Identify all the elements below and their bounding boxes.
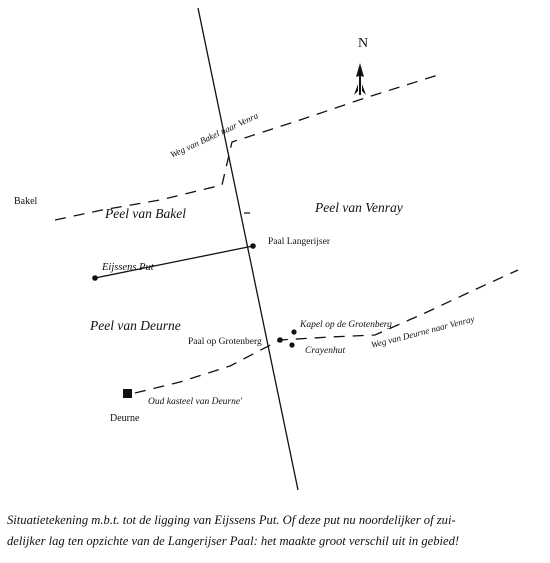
label-eijssens-put: Eijssens Put: [101, 262, 155, 273]
label-paal-op-grotenberg: Paal op Grotenberg: [188, 337, 262, 347]
label-oud-kasteel-van-deurne: Oud kasteel van Deurne': [148, 397, 243, 407]
label-road-bakel-venray: Weg van Bakel naar Venray: [0, 0, 260, 160]
kasteel-square: [123, 389, 132, 398]
label-bakel: Bakel: [14, 196, 38, 207]
caption-line-2: delijker lag ten opzichte van de Langeri…: [7, 534, 460, 548]
eijssens-put-point: [92, 275, 98, 281]
crayenhut-point: [289, 342, 295, 348]
road-deurne-venray: [134, 269, 519, 394]
situation-map: N Peel van Bakel Peel van Venray Peel va…: [0, 0, 519, 491]
paal-op-grotenberg-point: [277, 337, 283, 343]
caption-line-1: Situatietekening m.b.t. tot de ligging v…: [7, 513, 456, 527]
label-peel-van-bakel: Peel van Bakel: [104, 206, 186, 221]
label-peel-van-venray: Peel van Venray: [314, 200, 403, 215]
kapel-point: [291, 329, 297, 335]
label-paal-langerijser: Paal Langerijser: [268, 237, 331, 247]
label-peel-van-deurne: Peel van Deurne: [89, 318, 181, 333]
eijssens-put-line: [94, 245, 254, 279]
north-arrow-icon: [354, 63, 366, 95]
boundary-line: [197, 7, 299, 491]
road-bakel-venray: [54, 74, 439, 221]
map-caption: Situatietekening m.b.t. tot de ligging v…: [7, 510, 547, 552]
label-deurne: Deurne: [110, 413, 140, 424]
label-kapel-op-de-grotenberg: Kapel op de Grotenberg: [299, 320, 392, 330]
paal-langerijser-point: [250, 243, 256, 249]
north-label: N: [358, 36, 368, 51]
label-crayenhut: Crayenhut: [305, 346, 345, 356]
